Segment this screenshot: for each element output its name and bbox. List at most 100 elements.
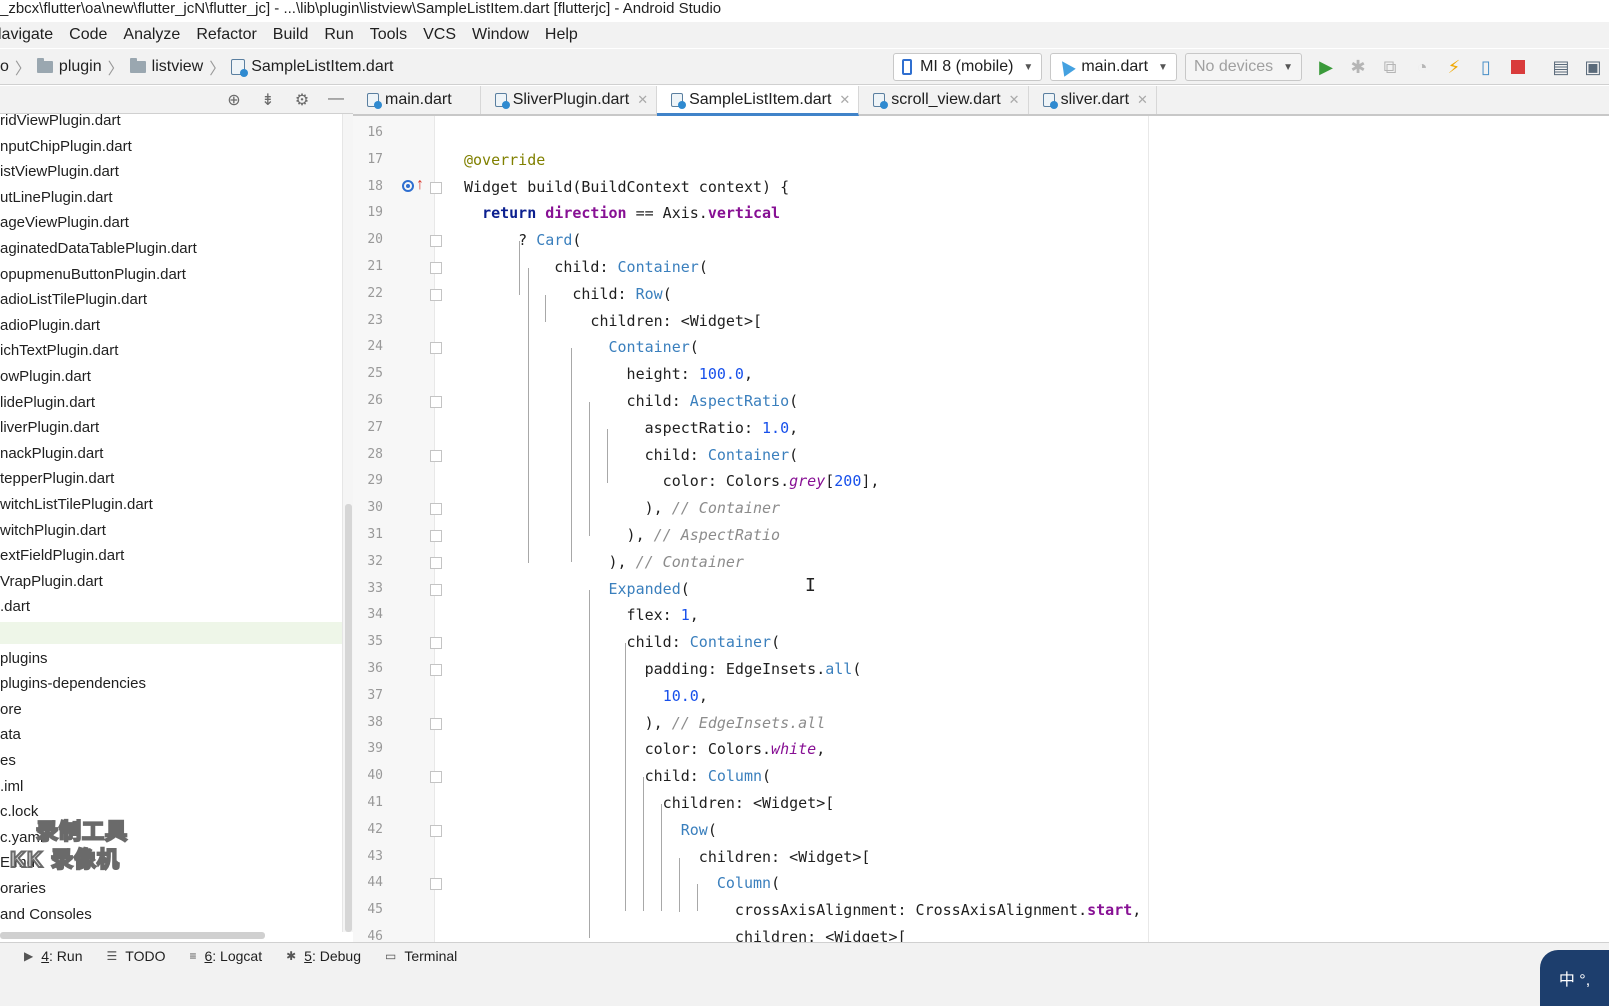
menu-run[interactable]: Run bbox=[324, 26, 354, 43]
menu-vcs[interactable]: VCS bbox=[423, 26, 456, 43]
menu-analyze[interactable]: Analyze bbox=[123, 26, 181, 43]
tree-item[interactable]: adioListTilePlugin.dart bbox=[0, 291, 148, 308]
breadcrumb-plugin[interactable]: plugin bbox=[58, 57, 102, 75]
tab-main-dart[interactable]: main.dart bbox=[353, 86, 481, 114]
tree-item[interactable]: liverPlugin.dart bbox=[0, 419, 100, 436]
device-selector[interactable]: MI 8 (mobile) ▼ bbox=[893, 53, 1043, 81]
fold-marker-icon[interactable] bbox=[430, 771, 442, 783]
code-line[interactable]: children: <Widget>[ bbox=[464, 928, 907, 942]
tree-item[interactable]: c.yaml bbox=[0, 829, 44, 846]
tree-item[interactable]: c.lock bbox=[0, 803, 39, 820]
run-button[interactable]: ▶ bbox=[1313, 54, 1339, 80]
fold-marker-icon[interactable] bbox=[430, 664, 442, 676]
tree-item[interactable]: utLinePlugin.dart bbox=[0, 189, 113, 206]
code-line[interactable]: color: Colors.white, bbox=[464, 740, 826, 758]
menu-window[interactable]: Window bbox=[472, 26, 529, 43]
tree-item[interactable]: lidePlugin.dart bbox=[0, 394, 96, 411]
gear-icon[interactable]: ⚙ bbox=[294, 92, 310, 109]
tree-scrollbar[interactable] bbox=[342, 114, 353, 932]
stop-button[interactable] bbox=[1505, 54, 1531, 80]
menu-code[interactable]: Code bbox=[69, 26, 108, 43]
code-line[interactable]: height: 100.0, bbox=[464, 365, 753, 383]
code-line[interactable]: child: AspectRatio( bbox=[464, 392, 799, 410]
code-line[interactable]: ), // EdgeInsets.all bbox=[464, 714, 826, 732]
fold-marker-icon[interactable] bbox=[430, 878, 442, 890]
hot-reload-button[interactable]: ⚡ bbox=[1441, 54, 1467, 80]
code-line[interactable]: flex: 1, bbox=[464, 606, 699, 624]
tree-item[interactable]: nputChipPlugin.dart bbox=[0, 138, 132, 155]
fold-marker-icon[interactable] bbox=[430, 289, 442, 301]
code-line[interactable]: @override bbox=[464, 151, 546, 169]
tree-item[interactable]: extFieldPlugin.dart bbox=[0, 547, 125, 564]
code-line[interactable]: child: Container( bbox=[464, 258, 708, 276]
attach-button[interactable]: ⧉ bbox=[1377, 54, 1403, 80]
tree-item[interactable]: aginatedDataTablePlugin.dart bbox=[0, 240, 197, 257]
tree-item[interactable]: ridViewPlugin.dart bbox=[0, 114, 121, 129]
terminal-tool-button[interactable]: ▭ Terminal bbox=[385, 948, 457, 964]
tree-item[interactable]: owPlugin.dart bbox=[0, 368, 91, 385]
code-line[interactable]: crossAxisAlignment: CrossAxisAlignment.s… bbox=[464, 901, 1142, 919]
fold-marker-icon[interactable] bbox=[430, 825, 442, 837]
run-tool-button[interactable]: ▶ 4: Run bbox=[24, 948, 83, 964]
target-devices-selector[interactable]: No devices ▼ bbox=[1184, 53, 1302, 81]
tree-item[interactable]: ore bbox=[0, 701, 22, 718]
tree-item[interactable]: ata bbox=[0, 726, 21, 743]
run-config-selector[interactable]: main.dart ▼ bbox=[1050, 53, 1177, 81]
fold-marker-icon[interactable] bbox=[430, 235, 442, 247]
menu-tools[interactable]: Tools bbox=[369, 26, 408, 43]
override-marker-icon[interactable] bbox=[402, 180, 414, 192]
tree-item[interactable]: opupmenuButtonPlugin.dart bbox=[0, 266, 186, 283]
code-line[interactable]: Container( bbox=[608, 338, 699, 356]
tree-item[interactable]: plugins bbox=[0, 650, 48, 667]
project-structure-button[interactable]: ▤ bbox=[1548, 54, 1574, 80]
close-icon[interactable]: ✕ bbox=[1137, 92, 1148, 107]
menu-build[interactable]: Build bbox=[272, 26, 309, 43]
sync-button[interactable]: ▯ bbox=[1473, 54, 1499, 80]
fold-marker-icon[interactable] bbox=[430, 450, 442, 462]
code-line[interactable]: aspectRatio: 1.0, bbox=[464, 419, 799, 437]
code-line[interactable]: Widget build(BuildContext context) { bbox=[464, 178, 790, 196]
fold-marker-icon[interactable] bbox=[430, 503, 442, 515]
tree-item[interactable]: ichTextPlugin.dart bbox=[0, 342, 119, 359]
fold-marker-icon[interactable] bbox=[430, 530, 442, 542]
code-line[interactable]: Expanded( bbox=[608, 580, 690, 598]
fold-marker-icon[interactable] bbox=[430, 396, 442, 408]
code-line[interactable]: children: <Widget>[ bbox=[464, 848, 871, 866]
tree-horizontal-scrollbar[interactable] bbox=[0, 932, 265, 939]
code-line[interactable]: color: Colors.grey[200], bbox=[464, 472, 880, 490]
tree-item[interactable]: es bbox=[0, 752, 16, 769]
tree-item[interactable]: witchPlugin.dart bbox=[0, 522, 106, 539]
tree-item[interactable]: istViewPlugin.dart bbox=[0, 163, 119, 180]
fold-marker-icon[interactable] bbox=[430, 342, 442, 354]
tree-item[interactable]: nackPlugin.dart bbox=[0, 445, 104, 462]
breadcrumb-file[interactable]: SampleListItem.dart bbox=[251, 57, 394, 75]
profile-button[interactable]: ◔ bbox=[1409, 54, 1435, 80]
locate-icon[interactable]: ⊕ bbox=[227, 92, 241, 109]
code-line[interactable]: ), // AspectRatio bbox=[464, 526, 781, 544]
menu-navigate[interactable]: lavigate bbox=[0, 26, 54, 43]
close-icon[interactable]: ✕ bbox=[839, 91, 851, 107]
tree-item[interactable]: VrapPlugin.dart bbox=[0, 573, 103, 590]
fold-marker-icon[interactable] bbox=[430, 637, 442, 649]
debug-tool-button[interactable]: ✱ 5: Debug bbox=[286, 948, 361, 964]
minimize-icon[interactable]: — bbox=[328, 90, 344, 107]
tree-item[interactable]: E.md bbox=[0, 854, 36, 871]
ime-indicator[interactable]: 中 °, bbox=[1540, 950, 1609, 1006]
code-line[interactable]: 10.0, bbox=[662, 687, 708, 705]
tree-item[interactable]: .iml bbox=[0, 778, 24, 795]
code-line[interactable]: Column( bbox=[716, 874, 781, 892]
tree-item[interactable] bbox=[0, 622, 342, 644]
tree-item[interactable]: plugins-dependencies bbox=[0, 675, 146, 692]
code-line[interactable]: child: Row( bbox=[464, 285, 672, 303]
code-line[interactable]: child: Container( bbox=[464, 446, 799, 464]
breadcrumb-root[interactable]: o bbox=[0, 57, 9, 75]
code-line[interactable]: child: Column( bbox=[464, 767, 772, 785]
fold-marker-icon[interactable] bbox=[430, 584, 442, 596]
tab-sliver-plugin[interactable]: SliverPlugin.dart ✕ bbox=[481, 86, 658, 114]
code-line[interactable]: ), // Container bbox=[464, 499, 781, 517]
tree-item[interactable]: oraries bbox=[0, 880, 46, 897]
code-line[interactable]: children: <Widget>[ bbox=[464, 794, 835, 812]
code-line[interactable]: child: Container( bbox=[464, 633, 781, 651]
menu-refactor[interactable]: Refactor bbox=[196, 26, 257, 43]
